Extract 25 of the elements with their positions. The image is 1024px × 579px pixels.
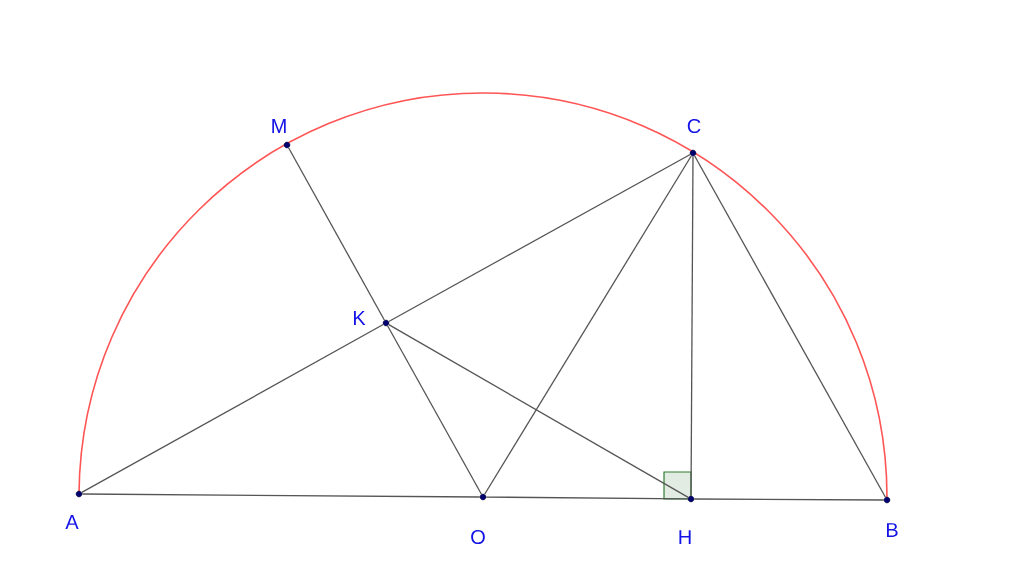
- line-segment: [81, 323, 384, 494]
- point-label: B: [887, 523, 898, 537]
- line-segment: [693, 155, 887, 498]
- point-label: C: [687, 118, 701, 134]
- point: [687, 495, 695, 503]
- line-segment: [287, 147, 386, 321]
- point-label: M: [272, 119, 286, 133]
- point: [479, 493, 487, 501]
- point: [382, 319, 390, 327]
- line-segment: [485, 496, 689, 500]
- point-label: O: [471, 529, 485, 545]
- point-label: K: [354, 311, 366, 325]
- point-label: H: [679, 530, 691, 544]
- point-label: A: [65, 515, 79, 529]
- line-segment: [693, 498, 885, 501]
- point: [883, 496, 891, 504]
- line-segment: [81, 493, 481, 498]
- line-segment: [388, 323, 689, 499]
- point: [75, 490, 83, 498]
- line-segment: [690, 155, 694, 497]
- point: [283, 141, 291, 149]
- line-segment: [388, 153, 691, 323]
- line-segment: [484, 155, 692, 495]
- point: [689, 149, 697, 157]
- line-segment: [386, 325, 483, 495]
